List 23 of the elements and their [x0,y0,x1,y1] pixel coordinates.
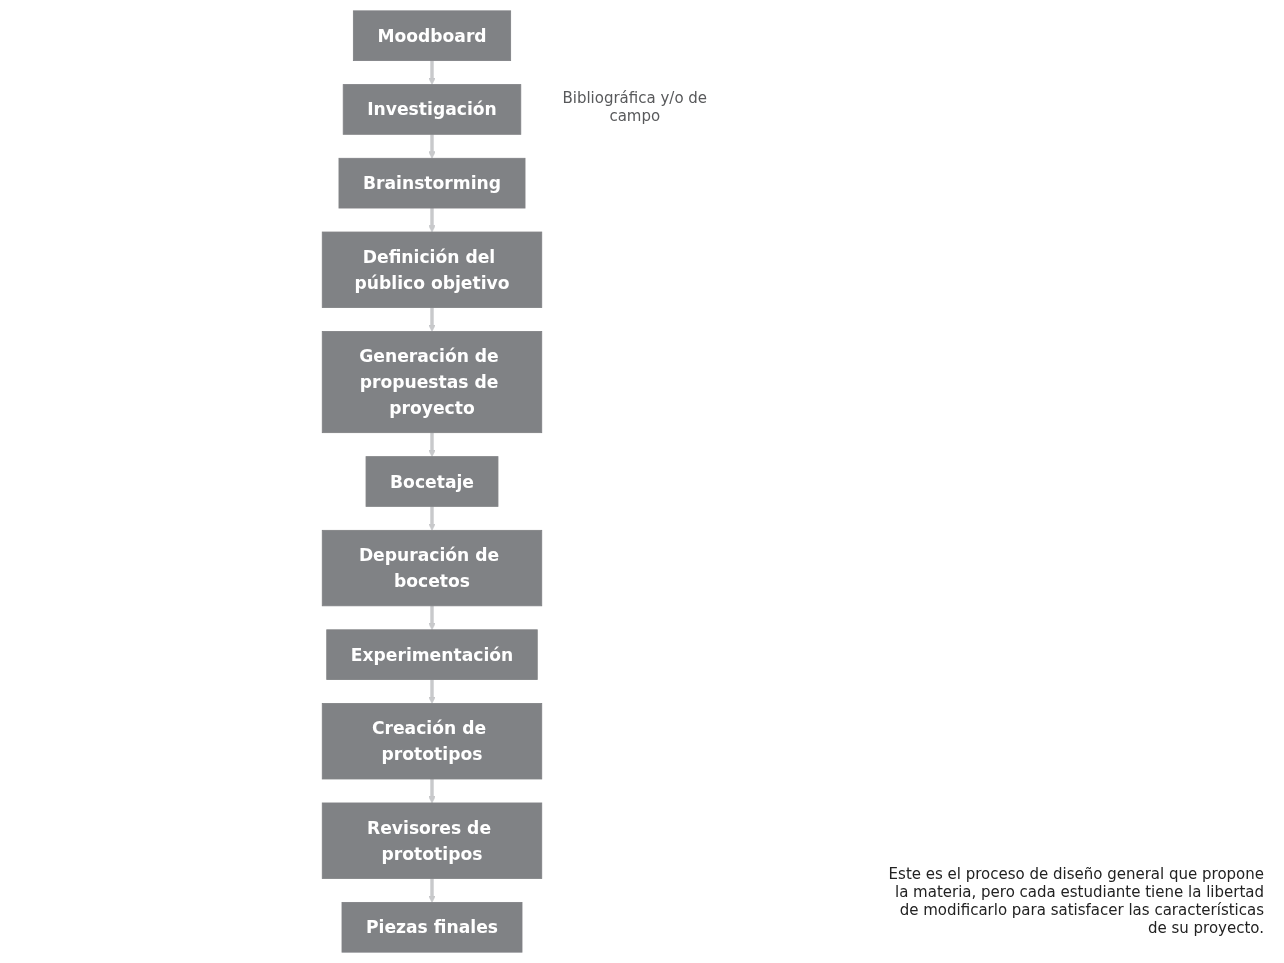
node-box: Moodboard [352,10,512,61]
node-box: Bocetaje [365,456,499,507]
node-box: Revisores de prototipos [321,802,543,879]
node-box: Generación de propuestas de proyecto [321,331,543,434]
arrow [428,778,436,804]
node-box: Experimentación [326,629,538,680]
arrow [428,307,436,332]
note-text: Este es el proceso de diseño general que propone la materia, pero cada estudiante tiene la libertad de modificarlo para satisfacer las características de su proyecto. [887,865,1264,937]
arrow [428,60,436,85]
node-box: Depuración de bocetos [321,529,543,607]
node-box: Definición del público objetivo [321,231,543,308]
arrow [428,432,436,457]
arrow [428,134,436,159]
node-note: Bibliográfica y/o de campo [561,89,709,126]
node-box: Brainstorming [338,157,526,209]
node-box: Piezas finales [341,902,523,953]
arrow [428,878,436,903]
node-box: Creación de prototipos [321,703,543,780]
arrow [428,679,436,704]
arrow [428,605,436,631]
arrow [428,208,436,233]
node-box: Investigación [342,84,522,135]
arrow [428,506,436,531]
